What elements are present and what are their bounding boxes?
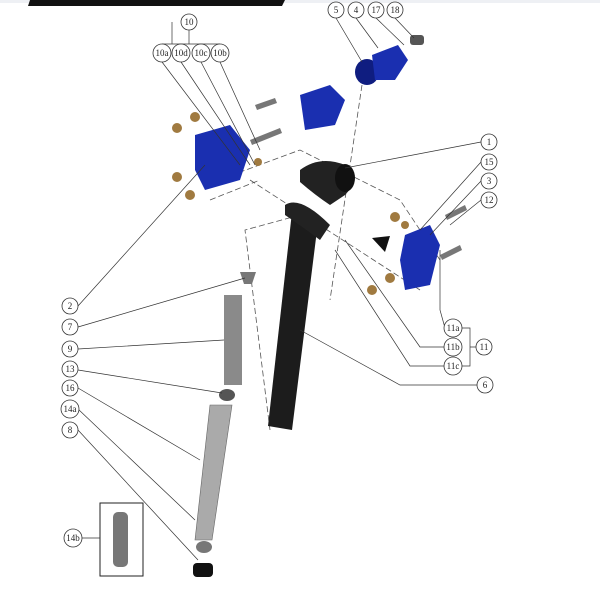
callout-11b: 11b	[443, 337, 463, 357]
callout-6: 6	[476, 376, 494, 394]
callout-3: 3	[480, 172, 498, 190]
svg-text:16: 16	[66, 383, 76, 393]
svg-text:11a: 11a	[447, 323, 460, 333]
svg-text:17: 17	[372, 5, 382, 15]
svg-text:6: 6	[483, 380, 488, 390]
svg-text:11b: 11b	[446, 342, 460, 352]
top-bar	[0, 0, 600, 3]
svg-text:12: 12	[485, 195, 494, 205]
callout-8: 8	[61, 421, 79, 439]
svg-text:3: 3	[487, 176, 492, 186]
callout-17: 17	[367, 1, 385, 19]
svg-text:10: 10	[185, 17, 195, 27]
svg-text:5: 5	[334, 5, 339, 15]
callout-13: 13	[61, 360, 79, 378]
callout-18: 18	[386, 1, 404, 19]
seatpost-head	[300, 161, 355, 205]
svg-text:14a: 14a	[64, 404, 77, 414]
svg-text:15: 15	[485, 157, 495, 167]
callout-10a: 10a	[152, 43, 172, 63]
callout-2: 2	[61, 297, 79, 315]
callout-14b: 14b	[63, 528, 83, 548]
svg-text:10d: 10d	[174, 48, 188, 58]
callout-5: 5	[327, 1, 345, 19]
cartridge-parts	[193, 272, 256, 577]
svg-text:13: 13	[66, 364, 76, 374]
callout-16: 16	[61, 379, 79, 397]
svg-text:11: 11	[480, 342, 489, 352]
part-14b-box	[99, 502, 144, 577]
svg-text:8: 8	[68, 425, 73, 435]
svg-text:1: 1	[487, 137, 492, 147]
svg-text:10c: 10c	[195, 48, 208, 58]
svg-text:9: 9	[68, 344, 73, 354]
callout-15: 15	[480, 153, 498, 171]
callout-4: 4	[347, 1, 365, 19]
svg-text:10a: 10a	[156, 48, 169, 58]
brass-hardware	[172, 112, 409, 295]
callout-11a: 11a	[443, 318, 463, 338]
svg-text:18: 18	[391, 5, 401, 15]
svg-text:14b: 14b	[66, 533, 80, 543]
svg-text:7: 7	[68, 322, 73, 332]
callout-10b: 10b	[210, 43, 230, 63]
callout-10: 10	[180, 13, 198, 31]
seatpost-tube	[268, 202, 330, 430]
svg-text:10b: 10b	[213, 48, 227, 58]
callout-10d: 10d	[171, 43, 191, 63]
svg-text:11c: 11c	[447, 361, 460, 371]
brand-logo	[28, 0, 285, 6]
part-14b	[113, 512, 128, 567]
callout-9: 9	[61, 340, 79, 358]
svg-text:2: 2	[68, 301, 73, 311]
callout-10c: 10c	[191, 43, 211, 63]
callout-11c: 11c	[443, 356, 463, 376]
callout-11: 11	[475, 338, 493, 356]
svg-text:4: 4	[354, 5, 359, 15]
blue-clamp-parts	[195, 45, 440, 290]
callout-12: 12	[480, 191, 498, 209]
callout-7: 7	[61, 318, 79, 336]
callout-14a: 14a	[60, 399, 80, 419]
callout-1: 1	[480, 133, 498, 151]
